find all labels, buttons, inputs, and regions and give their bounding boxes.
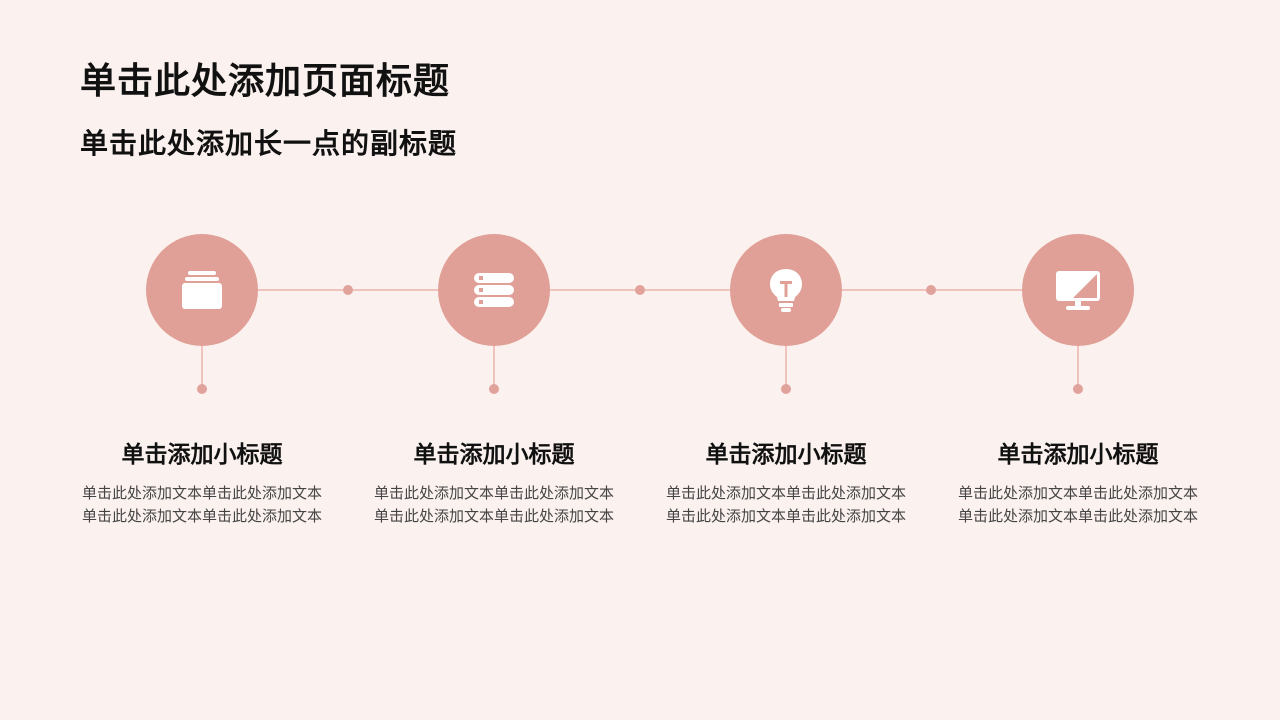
step-2-connector [493, 346, 495, 390]
step-2-text[interactable]: 单击此处添加文本单击此处添加文本单击此处添加文本单击此处添加文本 [374, 484, 615, 525]
step-1-circle[interactable] [146, 234, 258, 346]
connector-dot-1 [343, 285, 353, 295]
step-3-circle[interactable] [730, 234, 842, 346]
step-3-title[interactable]: 单击添加小标题 [705, 442, 867, 468]
page-subtitle[interactable]: 单击此处添加长一点的副标题 [80, 127, 458, 160]
step-1-connector [201, 346, 203, 390]
step-1-title[interactable]: 单击添加小标题 [121, 442, 283, 468]
step-2-title[interactable]: 单击添加小标题 [413, 442, 575, 468]
step-2-dot [489, 384, 499, 394]
step-4-connector [1077, 346, 1079, 390]
page-title[interactable]: 单击此处添加页面标题 [80, 61, 451, 102]
step-2-circle[interactable] [438, 234, 550, 346]
lightbulb-icon [770, 269, 802, 312]
step-4-circle[interactable] [1022, 234, 1134, 346]
step-1-text[interactable]: 单击此处添加文本单击此处添加文本单击此处添加文本单击此处添加文本 [82, 484, 323, 525]
step-3-text[interactable]: 单击此处添加文本单击此处添加文本单击此处添加文本单击此处添加文本 [666, 484, 907, 525]
step-4-text[interactable]: 单击此处添加文本单击此处添加文本单击此处添加文本单击此处添加文本 [958, 484, 1199, 525]
folder-icon [182, 271, 222, 309]
connector-dot-2 [635, 285, 645, 295]
step-4-dot [1073, 384, 1083, 394]
connector-dot-3 [926, 285, 936, 295]
step-4-title[interactable]: 单击添加小标题 [997, 442, 1159, 468]
step-3-connector [785, 346, 787, 390]
monitor-icon [1056, 271, 1100, 310]
server-icon [474, 273, 514, 307]
step-3-dot [781, 384, 791, 394]
step-1-dot [197, 384, 207, 394]
